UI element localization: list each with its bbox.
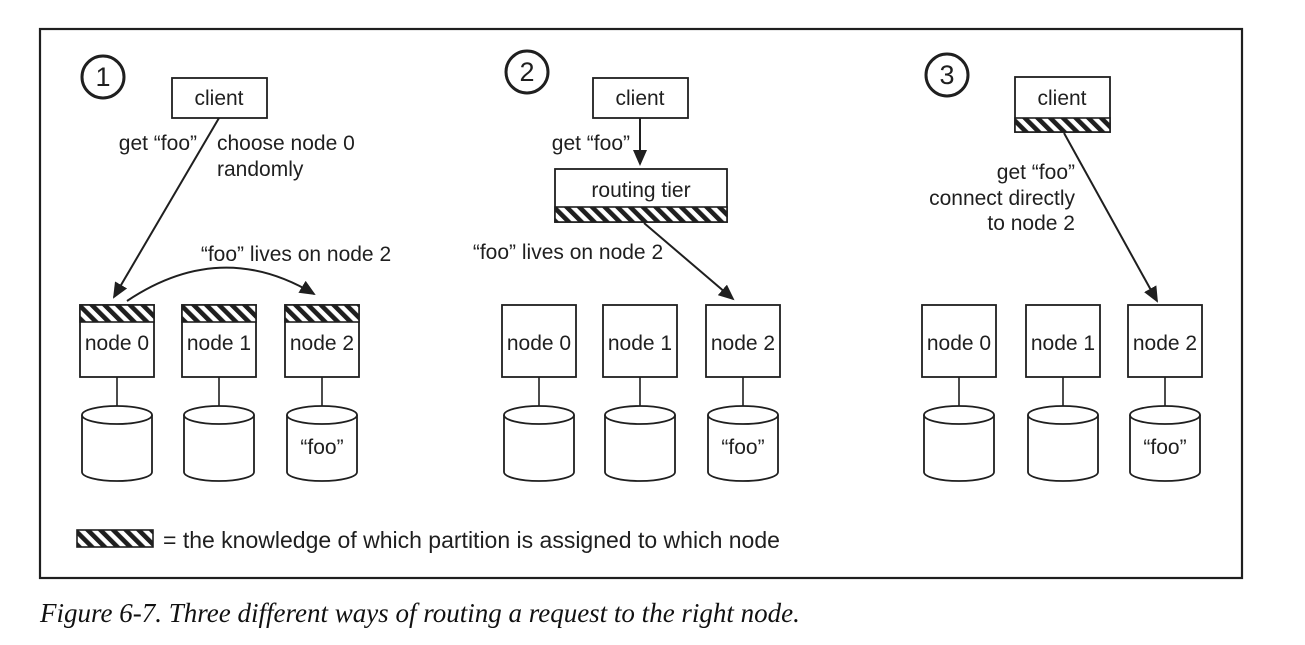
client-box	[592, 77, 689, 119]
db-cylinder	[183, 415, 255, 482]
panel-3-number: 3	[939, 60, 954, 90]
connect-label-line3: to node 2	[987, 212, 1075, 235]
db-cylinder	[604, 415, 676, 482]
legend: = the knowledge of which partition is as…	[76, 527, 780, 553]
db-cylinder-top	[286, 405, 358, 425]
node2-box	[705, 304, 781, 378]
node1-label: node 1	[608, 332, 672, 355]
node1-label: node 1	[1031, 332, 1095, 355]
panel-2-number-badge	[504, 49, 550, 95]
node1-box	[602, 304, 678, 378]
db-foo-value: “foo”	[300, 436, 343, 459]
db-cylinder	[286, 415, 358, 482]
figure-caption: Figure 6-7. Three different ways of rout…	[39, 598, 800, 628]
node2-label: node 2	[290, 332, 354, 355]
node1-box	[1025, 304, 1101, 378]
client-label: client	[615, 87, 664, 110]
legend-text: = the knowledge of which partition is as…	[163, 527, 780, 553]
db-cylinder-top	[1027, 405, 1099, 425]
db-cylinder-top	[1129, 405, 1201, 425]
db-cylinder-top	[503, 405, 575, 425]
panel-1-number: 1	[95, 62, 110, 92]
db-foo-value: “foo”	[721, 436, 764, 459]
db-cylinder	[923, 415, 995, 482]
node2-knowledge-hatch	[284, 304, 360, 323]
request-arrow-icon	[112, 117, 220, 299]
node0-knowledge-hatch	[79, 304, 155, 323]
node1-label: node 1	[187, 332, 251, 355]
db-cylinder-top	[183, 405, 255, 425]
db-cylinder	[1129, 415, 1201, 482]
panel-2-number: 2	[519, 57, 534, 87]
panel-3: 3 client get “foo” connect directly to n…	[921, 52, 1203, 482]
foo-lives-on-node2-label: “foo” lives on node 2	[473, 241, 663, 264]
get-foo-label: get “foo”	[119, 132, 197, 155]
choose-node-label-line1: choose node 0	[217, 132, 355, 155]
panel-1-number-badge	[80, 54, 126, 100]
node2-label: node 2	[1133, 332, 1197, 355]
node0-label: node 0	[85, 332, 149, 355]
panel-2: 2 client get “foo” routing tier “foo” li…	[473, 49, 781, 482]
db-foo-value: “foo”	[1143, 436, 1186, 459]
db-cylinder-top	[707, 405, 779, 425]
db-cylinder-top	[923, 405, 995, 425]
db-cylinder	[503, 415, 575, 482]
db-cylinder	[1027, 415, 1099, 482]
node2-label: node 2	[711, 332, 775, 355]
direct-request-arrow-icon	[1063, 132, 1158, 303]
node0-label: node 0	[927, 332, 991, 355]
node1-knowledge-hatch	[181, 304, 257, 323]
connect-label-line1: get “foo”	[997, 161, 1075, 184]
client-label: client	[194, 87, 243, 110]
foo-lives-on-node2-label: “foo” lives on node 2	[201, 243, 391, 266]
redirect-arc-arrow-icon	[126, 266, 316, 302]
connect-label-line2: connect directly	[929, 187, 1075, 210]
routing-tier-knowledge-hatch	[554, 206, 728, 223]
db-cylinder-top	[81, 405, 153, 425]
panel-3-number-badge	[924, 52, 970, 98]
get-foo-label: get “foo”	[552, 132, 630, 155]
db-cylinder	[81, 415, 153, 482]
client-label: client	[1037, 87, 1086, 110]
db-cylinder-top	[604, 405, 676, 425]
client-knowledge-hatch	[1014, 117, 1111, 133]
panel-1: 1 client get “foo” choose node 0 randoml…	[79, 54, 391, 482]
diagonal-hatch-icon	[76, 529, 154, 548]
routing-tier-label: routing tier	[591, 179, 690, 202]
node0-label: node 0	[507, 332, 571, 355]
client-box	[171, 77, 268, 119]
node0-box	[501, 304, 577, 378]
db-cylinder	[707, 415, 779, 482]
choose-node-label-line2: randomly	[217, 158, 304, 181]
forward-arrow-icon	[643, 222, 735, 301]
